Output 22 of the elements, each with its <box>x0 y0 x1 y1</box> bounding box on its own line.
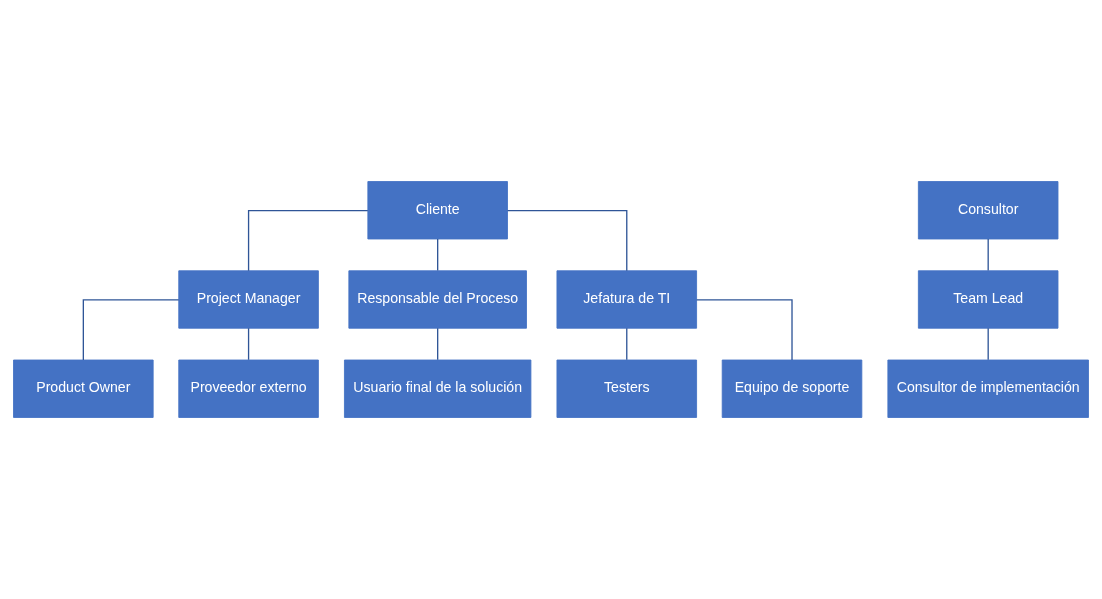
connector <box>987 327 989 361</box>
node-box: Cliente <box>367 181 508 240</box>
connector <box>695 299 793 361</box>
connector <box>247 210 369 272</box>
connector <box>437 327 439 361</box>
connector <box>247 327 250 361</box>
node-box: Consultor de implementación <box>887 359 1089 418</box>
connector <box>82 299 180 361</box>
connector <box>987 238 989 272</box>
node-box: Equipo de soporte <box>721 359 863 418</box>
node-box: Team Lead <box>917 270 1059 329</box>
node-box: Consultor <box>917 181 1059 240</box>
node-box: Responsable del Proceso <box>348 270 527 329</box>
node-box: Jefatura de TI <box>556 270 698 329</box>
connector <box>437 238 439 272</box>
connector <box>626 327 628 361</box>
node-box: Testers <box>556 359 698 418</box>
node-box: Product Owner <box>13 359 154 418</box>
node-box: Usuario final de la solución <box>344 359 532 418</box>
connector <box>506 210 628 272</box>
node-box: Proveedor externo <box>178 359 319 418</box>
node-box: Project Manager <box>178 270 319 329</box>
